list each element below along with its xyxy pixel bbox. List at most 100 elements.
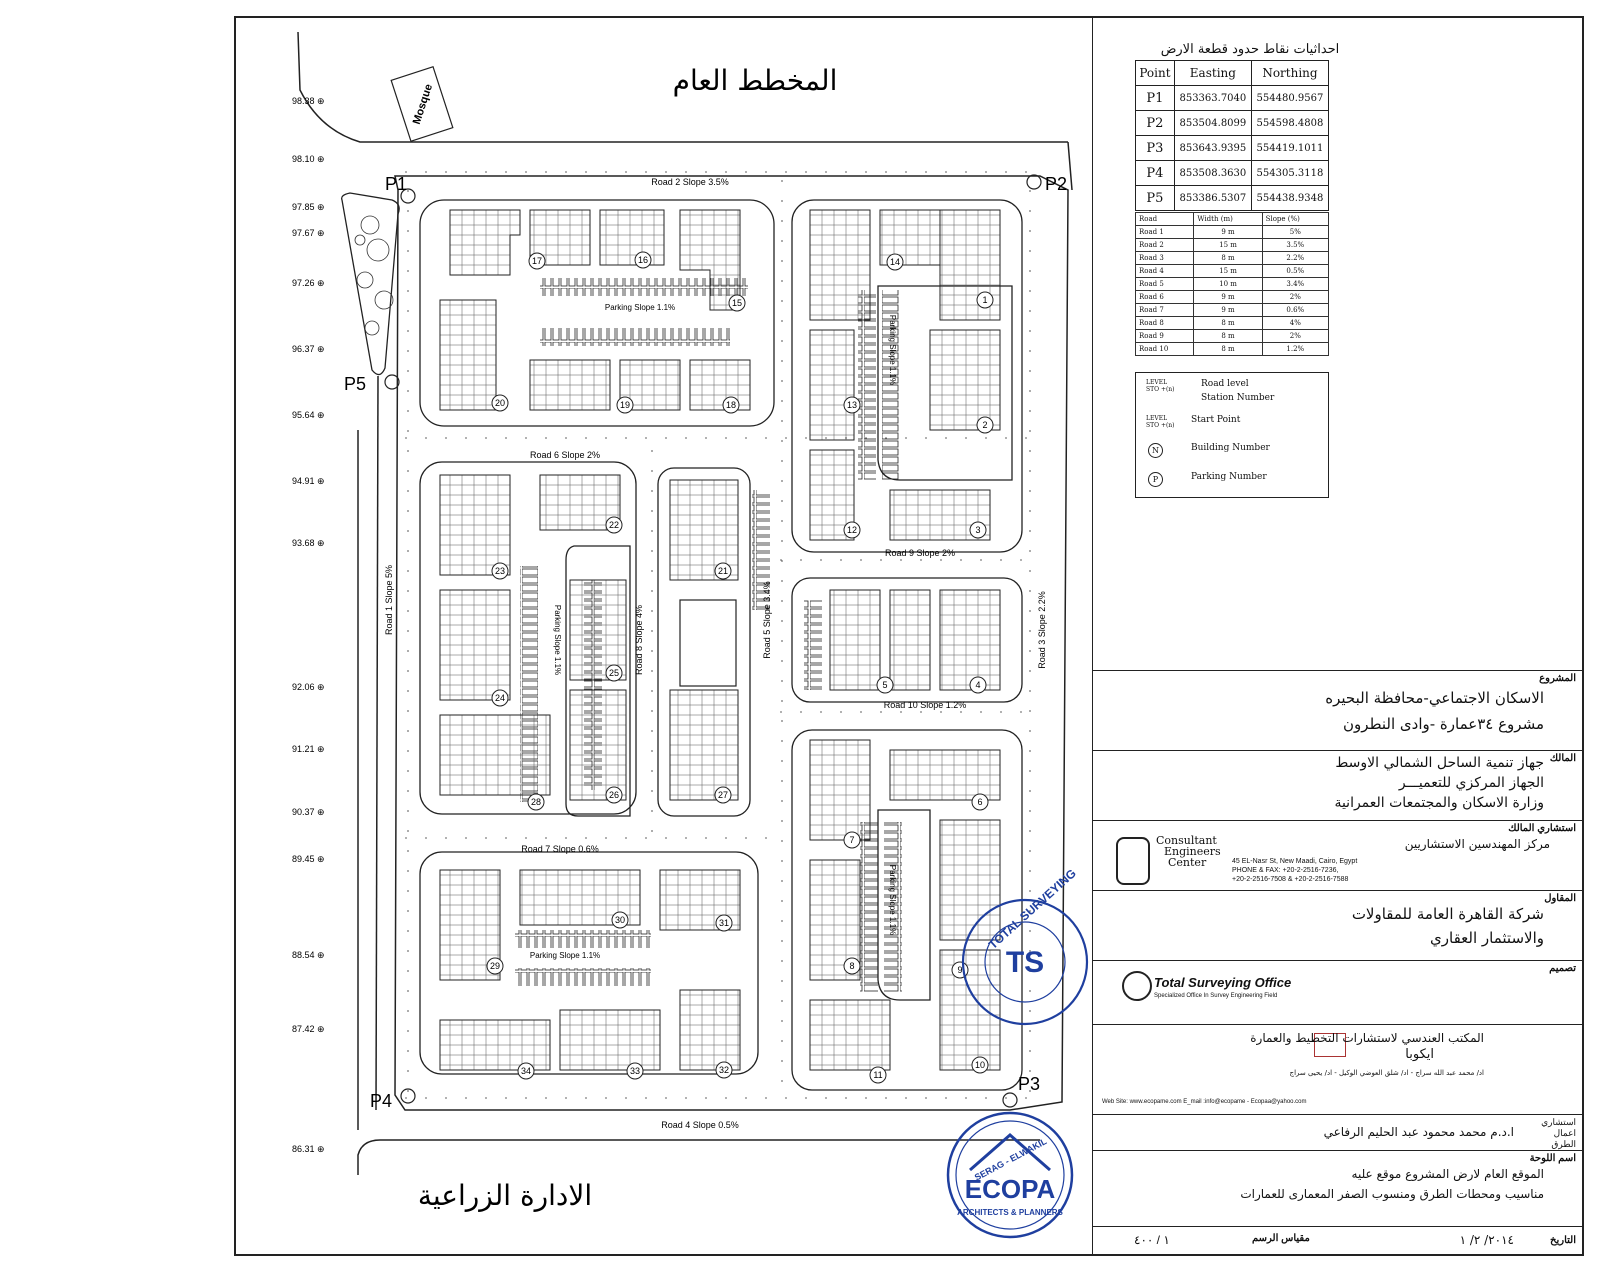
design-box: تصميم Total Surveying Office Specialized… xyxy=(1092,960,1584,1024)
side-level-label: 93.68 ⊕ xyxy=(292,538,325,548)
building-number-circle xyxy=(728,294,746,312)
building-number: 32 xyxy=(719,1065,729,1075)
side-level-label: 87.42 ⊕ xyxy=(292,1024,325,1034)
ecopa-logo xyxy=(1314,1033,1346,1057)
building-number: 33 xyxy=(630,1066,640,1076)
parking-labels: Parking Slope 1.1% Parking Slope 1.1% Park… xyxy=(530,303,897,960)
parking-label: Parking Slope 1.1% xyxy=(553,605,562,675)
building-number-circle xyxy=(976,291,994,309)
side-level-label: 95.64 ⊕ xyxy=(292,410,325,420)
building-number: 34 xyxy=(521,1066,531,1076)
building-number-circle xyxy=(843,957,861,975)
ecopa-box: المكتب العندسي لاستشارات التخطيط والعمار… xyxy=(1092,1024,1584,1114)
blocks xyxy=(419,199,1023,1091)
sheet-name-box: اسم اللوحة الموقع العام لارض المشروع موق… xyxy=(1092,1150,1584,1226)
building-number: 15 xyxy=(732,298,742,308)
building-footprints xyxy=(439,209,1001,1071)
building-number-circle xyxy=(976,416,994,434)
building-number-circle xyxy=(715,914,733,932)
building-number-circle xyxy=(971,1056,989,1074)
building-number: 2 xyxy=(982,420,987,430)
parking-label: Parking Slope 1.1% xyxy=(530,951,600,960)
building-number: 18 xyxy=(726,400,736,410)
building-number-circle xyxy=(634,251,652,269)
consultant-box: استشاري المالك Consultant Engineers Cent… xyxy=(1092,820,1584,890)
building-number: 11 xyxy=(873,1070,882,1080)
building-number: 23 xyxy=(495,566,505,576)
building-number-circle xyxy=(528,252,546,270)
building-number-circle xyxy=(491,689,509,707)
parking-number-icon: P xyxy=(1148,472,1163,487)
building-number: 26 xyxy=(609,790,619,800)
building-number-circle xyxy=(517,1062,535,1080)
side-level-label: 89.45 ⊕ xyxy=(292,854,325,864)
side-level-label: 94.91 ⊕ xyxy=(292,476,325,486)
central-plaza xyxy=(679,599,737,687)
building-number: 28 xyxy=(531,797,541,807)
building-number-circle xyxy=(722,396,740,414)
road-label: Road 10 Slope 1.2% xyxy=(884,700,967,710)
station-ticks xyxy=(405,171,1040,1100)
building-number: 22 xyxy=(609,520,619,530)
building-number: 21 xyxy=(718,566,728,576)
building-number-circle xyxy=(971,793,989,811)
owner-box: المالك جهاز تنمية الساحل الشمالي الاوسط … xyxy=(1092,750,1584,820)
building-number: 3 xyxy=(975,525,980,535)
side-level-label: 91.21 ⊕ xyxy=(292,744,325,754)
agri-admin-label: الادارة الزراعية xyxy=(418,1179,592,1212)
road-label: Road 8 Slope 4% xyxy=(634,605,644,675)
building-number-circle xyxy=(611,911,629,929)
building-number: 4 xyxy=(975,680,980,690)
drawing-frame xyxy=(234,16,1584,1256)
contractor-box: المقاول شركة القاهرة العامة للمقاولات وا… xyxy=(1092,890,1584,960)
building-number-circle xyxy=(843,396,861,414)
boundary-point-p2: P2 xyxy=(1045,174,1067,194)
parking-label: Parking Slope 1.1% xyxy=(605,303,675,312)
building-number-circle xyxy=(886,253,904,271)
building-number: 1 xyxy=(982,295,987,305)
site-boundary xyxy=(297,31,1073,1175)
building-number: 16 xyxy=(638,255,648,265)
road-labels: Road 2 Slope 3.5%Road 6 Slope 2%Road 7 S… xyxy=(384,177,1047,1130)
road-header: Road xyxy=(1134,212,1195,226)
building-number: 5 xyxy=(882,680,887,690)
info-panel xyxy=(1092,16,1584,1256)
building-number-circle xyxy=(869,1066,887,1084)
building-number-circle xyxy=(714,562,732,580)
building-number: 30 xyxy=(615,915,625,925)
building-number: 20 xyxy=(495,398,505,408)
boundary-point-markers xyxy=(384,174,1042,1108)
side-level-label: 97.26 ⊕ xyxy=(292,278,325,288)
survey-logo xyxy=(1122,971,1152,1001)
side-level-label: 96.37 ⊕ xyxy=(292,344,325,354)
building-number: 7 xyxy=(849,835,854,845)
ecopa-stamp: ECOPA SERAG - ELWAKIL ARCHITECTS & PLANN… xyxy=(946,1111,1074,1239)
parking-label: Parking Slope 1.1% xyxy=(888,315,897,385)
building-number-circle xyxy=(605,516,623,534)
side-level-label: 88.54 ⊕ xyxy=(292,950,325,960)
building-number: 6 xyxy=(977,797,982,807)
building-number-circle xyxy=(491,562,509,580)
roads-consultant-box: استشاري اعمال الطرق ا.د.م محمد محمود عبد… xyxy=(1092,1114,1584,1150)
road-label: Road 7 Slope 0.6% xyxy=(521,844,599,854)
building-number-circle xyxy=(714,786,732,804)
coordinates-title: احداثيات نقاط حدود قطعة الارض xyxy=(1160,42,1340,57)
side-level-label: 92.06 ⊕ xyxy=(292,682,325,692)
boundary-point-p3: P3 xyxy=(1018,1074,1040,1094)
boundary-point-p5: P5 xyxy=(344,374,366,394)
side-levels: 98.38 ⊕98.10 ⊕97.85 ⊕97.67 ⊕97.26 ⊕96.37… xyxy=(292,96,325,1154)
building-number-circle xyxy=(843,521,861,539)
boundary-point-labels: P1 P2 P3 P4 P5 xyxy=(344,174,1067,1111)
svg-text:ECOPA: ECOPA xyxy=(965,1174,1056,1204)
building-number-circle xyxy=(876,676,894,694)
